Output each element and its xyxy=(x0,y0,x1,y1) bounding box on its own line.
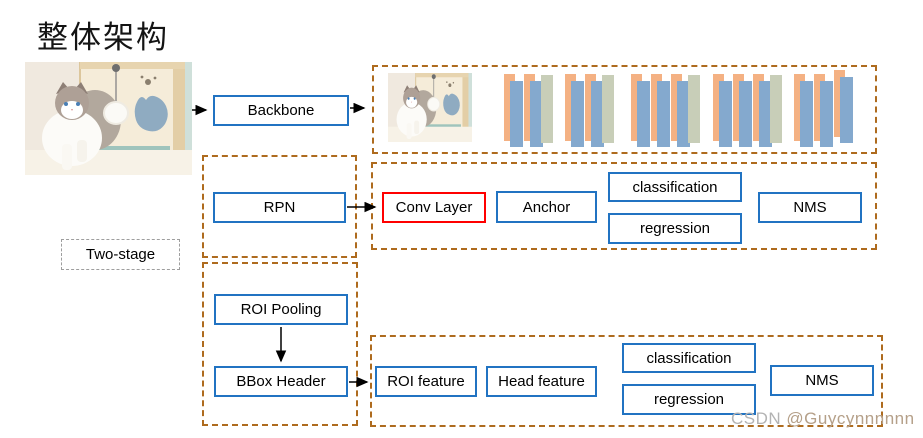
feature-bar-blue xyxy=(800,81,813,147)
feature-bar-orange xyxy=(794,74,805,141)
feature-bar-orange xyxy=(631,74,642,141)
feature-map-container xyxy=(372,65,877,154)
feature-bar-orange xyxy=(733,74,744,141)
watermark-prefix: CSDN xyxy=(731,409,787,428)
head-detail-container xyxy=(370,335,883,427)
feature-bar-blue xyxy=(739,81,752,147)
roi-pooling-box: ROI Pooling xyxy=(214,294,348,325)
conv-layer-label: Conv Layer xyxy=(395,199,473,216)
feature-bar-green xyxy=(688,75,700,143)
feature-bar-orange xyxy=(565,74,576,141)
feature-bar-blue xyxy=(719,81,732,147)
bbox-header-box: BBox Header xyxy=(214,366,348,397)
feature-bar-blue xyxy=(657,81,670,147)
rpn-classification-label: classification xyxy=(632,178,718,196)
feature-bar-blue xyxy=(530,81,543,147)
backbone-label: Backbone xyxy=(247,102,315,119)
page-title: 整体架构 xyxy=(37,20,169,55)
rpn-regression-box: regression xyxy=(608,213,742,244)
head-feature-box: Head feature xyxy=(486,366,597,397)
head-stage-container xyxy=(202,262,358,426)
feature-bar-blue xyxy=(637,81,650,147)
feature-bar-blue xyxy=(840,77,853,143)
feature-bar-blue xyxy=(759,81,772,147)
head-classification-label: classification xyxy=(646,349,732,367)
rpn-regression-label: regression xyxy=(639,220,711,237)
head-feature-label: Head feature xyxy=(498,373,585,390)
bbox-header-label: BBox Header xyxy=(236,373,326,390)
backbone-box: Backbone xyxy=(213,95,349,126)
feature-bar-blue xyxy=(591,81,604,147)
feature-bar-orange xyxy=(585,74,596,141)
feature-bar-orange xyxy=(524,74,535,141)
rpn-nms-label: NMS xyxy=(793,199,827,216)
rpn-classification-box: classification xyxy=(608,172,742,202)
head-classification-box: classification xyxy=(622,343,756,373)
feature-bar-green xyxy=(770,75,782,143)
conv-layer-box: Conv Layer xyxy=(382,192,486,223)
watermark: CSDN @Guycynnnnnn xyxy=(731,409,915,429)
two-stage-label: Two-stage xyxy=(85,246,156,263)
feature-bar-orange xyxy=(504,74,515,141)
anchor-box: Anchor xyxy=(496,191,597,223)
roi-feature-box: ROI feature xyxy=(375,366,477,397)
head-regression-label: regression xyxy=(653,391,725,408)
cat-thumbnail-illustration xyxy=(388,73,472,142)
rpn-nms-box: NMS xyxy=(758,192,862,223)
feature-bar-orange xyxy=(753,74,764,141)
head-nms-box: NMS xyxy=(770,365,874,396)
roi-pooling-label: ROI Pooling xyxy=(240,301,322,318)
feature-bar-orange xyxy=(671,74,682,141)
feature-bar-orange xyxy=(713,74,724,141)
feature-bar-blue xyxy=(677,81,690,147)
head-regression-box: regression xyxy=(622,384,756,415)
rpn-box: RPN xyxy=(213,192,346,223)
two-stage-tag: Two-stage xyxy=(61,239,180,270)
feature-bar-orange xyxy=(651,74,662,141)
feature-cat-thumbnail xyxy=(388,73,472,142)
feature-bar-green xyxy=(541,75,553,143)
watermark-handle: @Guycynnnnnn xyxy=(786,409,915,428)
anchor-label: Anchor xyxy=(522,198,571,216)
input-cat-image xyxy=(25,62,192,175)
feature-bar-blue xyxy=(510,81,523,147)
rpn-label: RPN xyxy=(263,199,296,216)
feature-bar-blue xyxy=(571,81,584,147)
head-nms-label: NMS xyxy=(805,372,839,389)
cat-photo-illustration xyxy=(25,62,192,175)
roi-feature-label: ROI feature xyxy=(387,373,465,390)
feature-bar-blue xyxy=(820,81,833,147)
feature-bar-green xyxy=(602,75,614,143)
feature-bar-orange xyxy=(834,70,845,137)
feature-bar-orange xyxy=(814,74,825,141)
